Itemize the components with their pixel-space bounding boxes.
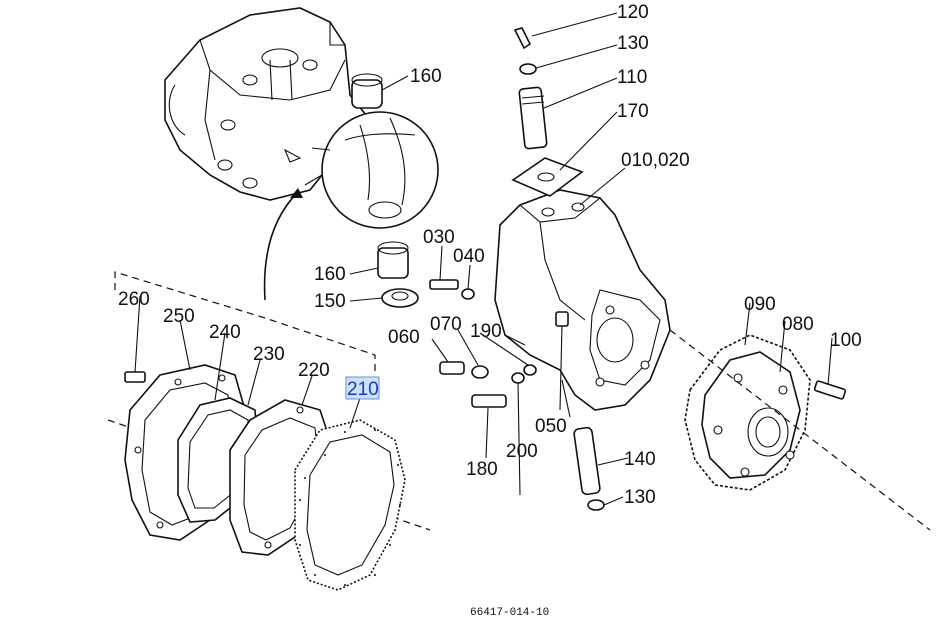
bushing-and-seal-drawing — [377, 241, 419, 308]
callout-250: 250 — [163, 306, 195, 327]
callout-200: 200 — [506, 441, 538, 462]
callout-120: 120 — [617, 2, 649, 23]
callout-130-lower: 130 — [624, 487, 656, 508]
callout-150: 150 — [314, 291, 346, 312]
leader-lines — [134, 12, 833, 506]
callout-080: 080 — [782, 314, 814, 335]
main-housing-drawing — [429, 27, 671, 511]
highlight-box — [345, 376, 380, 400]
callout-030: 030 — [423, 227, 455, 248]
callout-110: 110 — [617, 67, 647, 88]
callout-070: 070 — [430, 314, 462, 335]
callout-010-020: 010,020 — [621, 150, 690, 171]
callout-180: 180 — [466, 459, 498, 480]
callout-100: 100 — [830, 330, 862, 351]
callout-160-lower: 160 — [314, 264, 346, 285]
callout-170: 170 — [617, 101, 649, 122]
magnifier-circle — [321, 111, 439, 229]
callout-190: 190 — [470, 321, 502, 342]
callout-220: 220 — [298, 360, 330, 381]
drawing-code: 66417-014-10 — [470, 607, 549, 619]
housing-assembly-drawing — [164, 7, 439, 301]
callout-040: 040 — [453, 246, 485, 267]
gasket-stack-drawing — [107, 271, 431, 591]
arrow-head-icon — [290, 188, 303, 198]
callout-210[interactable]: 210 — [347, 379, 379, 400]
callout-060: 060 — [388, 327, 420, 348]
cover-plate-drawing — [669, 329, 931, 531]
callout-090: 090 — [744, 294, 776, 315]
callout-140: 140 — [624, 449, 656, 470]
callout-240: 240 — [209, 322, 241, 343]
callout-130-upper: 130 — [617, 33, 649, 54]
callout-230: 230 — [253, 344, 285, 365]
callout-160-upper: 160 — [410, 66, 442, 87]
indicator-arrow — [263, 191, 299, 301]
callout-260: 260 — [118, 289, 150, 310]
callout-050: 050 — [535, 416, 567, 437]
callout-labels: 120 130 110 170 010,020 160 160 150 030 … — [118, 2, 862, 619]
